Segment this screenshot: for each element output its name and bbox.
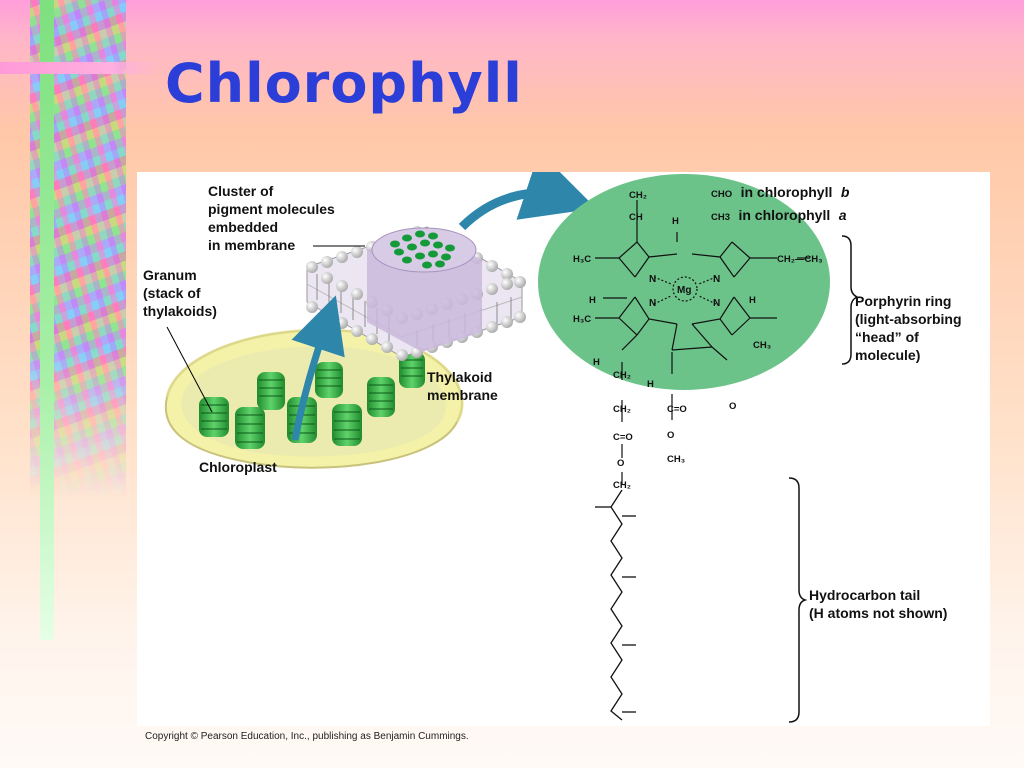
nitrogen-1: N — [649, 274, 656, 285]
meso-h-top: H — [672, 216, 679, 227]
chlorophyll-diagram: Cluster of pigment molecules embedded in… — [143, 151, 962, 723]
methyl-ch3-right: CH₃ — [753, 340, 771, 351]
ethyl-group: CH₂—CH₃ — [777, 254, 823, 265]
granum-label-2: (stack of — [143, 285, 201, 301]
tail-ch2-2: CH₂ — [613, 404, 631, 415]
chlorophyll-a-label: CH3 in chlorophyll a — [711, 207, 847, 224]
copyright-notice: Copyright © Pearson Education, Inc., pub… — [145, 731, 469, 742]
methyl-h3c-2: H₃C — [573, 314, 591, 325]
porphyrin-highlight — [538, 174, 830, 390]
tail-methyl-branches — [595, 506, 636, 713]
granum-leader-line — [166, 326, 213, 413]
thylakoid-membrane-illustration — [306, 226, 526, 361]
ester-h: H — [647, 379, 654, 390]
thylakoid-membrane-label-2: membrane — [427, 387, 498, 403]
ester-c-o: C=O — [667, 404, 687, 415]
cluster-label-2: pigment molecules — [208, 201, 335, 217]
chlorophyll-b-label: CHO in chlorophyll b — [711, 184, 850, 201]
tail-c-o: C=O — [613, 432, 633, 443]
porphyrin-ring-structure: CH₂ CH H H₃C H H₃C H CH₂—CH₃ CH₃ H H O N… — [538, 174, 830, 491]
zoom-arrow-membrane — [458, 151, 597, 231]
thylakoid-membrane-label-1: Thylakoid — [427, 369, 492, 385]
vinyl-ch: CH — [629, 212, 643, 223]
porphyrin-label-4: molecule) — [855, 347, 920, 363]
cluster-label-3: embedded — [208, 219, 278, 235]
meso-h-left: H — [589, 295, 596, 306]
porphyrin-brace — [841, 235, 859, 365]
porphyrin-label-3: “head” of — [855, 329, 919, 345]
meso-h-right: H — [749, 295, 756, 306]
tail-o: O — [617, 458, 624, 469]
meso-h-bottom: H — [593, 357, 600, 368]
zoom-arrow-chloroplast — [291, 295, 345, 441]
keto-o: O — [729, 401, 736, 412]
granum-label-3: thylakoids) — [143, 303, 217, 319]
chloroplast-label: Chloroplast — [199, 459, 277, 475]
cluster-label-1: Cluster of — [208, 183, 274, 199]
vinyl-ch2: CH₂ — [629, 190, 647, 201]
tail-label-2: (H atoms not shown) — [809, 605, 947, 621]
porphyrin-label-2: (light-absorbing — [855, 311, 962, 327]
slide-title: Chlorophyll — [165, 52, 523, 115]
porphyrin-label-1: Porphyrin ring — [855, 293, 951, 309]
pigment-cluster — [367, 227, 482, 352]
decorative-vertical-bar — [40, 0, 54, 640]
nitrogen-4: N — [713, 298, 720, 309]
hydrocarbon-tail-chain — [610, 489, 623, 721]
tail-ch2-3: CH₂ — [613, 480, 631, 491]
ester-o: O — [667, 430, 674, 441]
tail-label-1: Hydrocarbon tail — [809, 587, 920, 603]
granum-label-1: Granum — [143, 267, 197, 283]
magnesium-atom: Mg — [677, 285, 691, 296]
methyl-h3c-1: H₃C — [573, 254, 591, 265]
nitrogen-3: N — [649, 298, 656, 309]
cluster-label-4: in membrane — [208, 237, 295, 253]
chloroplast-illustration — [164, 328, 464, 469]
ester-ch3: CH₃ — [667, 454, 685, 465]
tail-ch2-1: CH₂ — [613, 370, 631, 381]
nitrogen-2: N — [713, 274, 720, 285]
tail-brace — [788, 477, 808, 723]
decorative-horizontal-bar — [0, 62, 160, 74]
diagram-panel: Cluster of pigment molecules embedded in… — [137, 151, 990, 726]
